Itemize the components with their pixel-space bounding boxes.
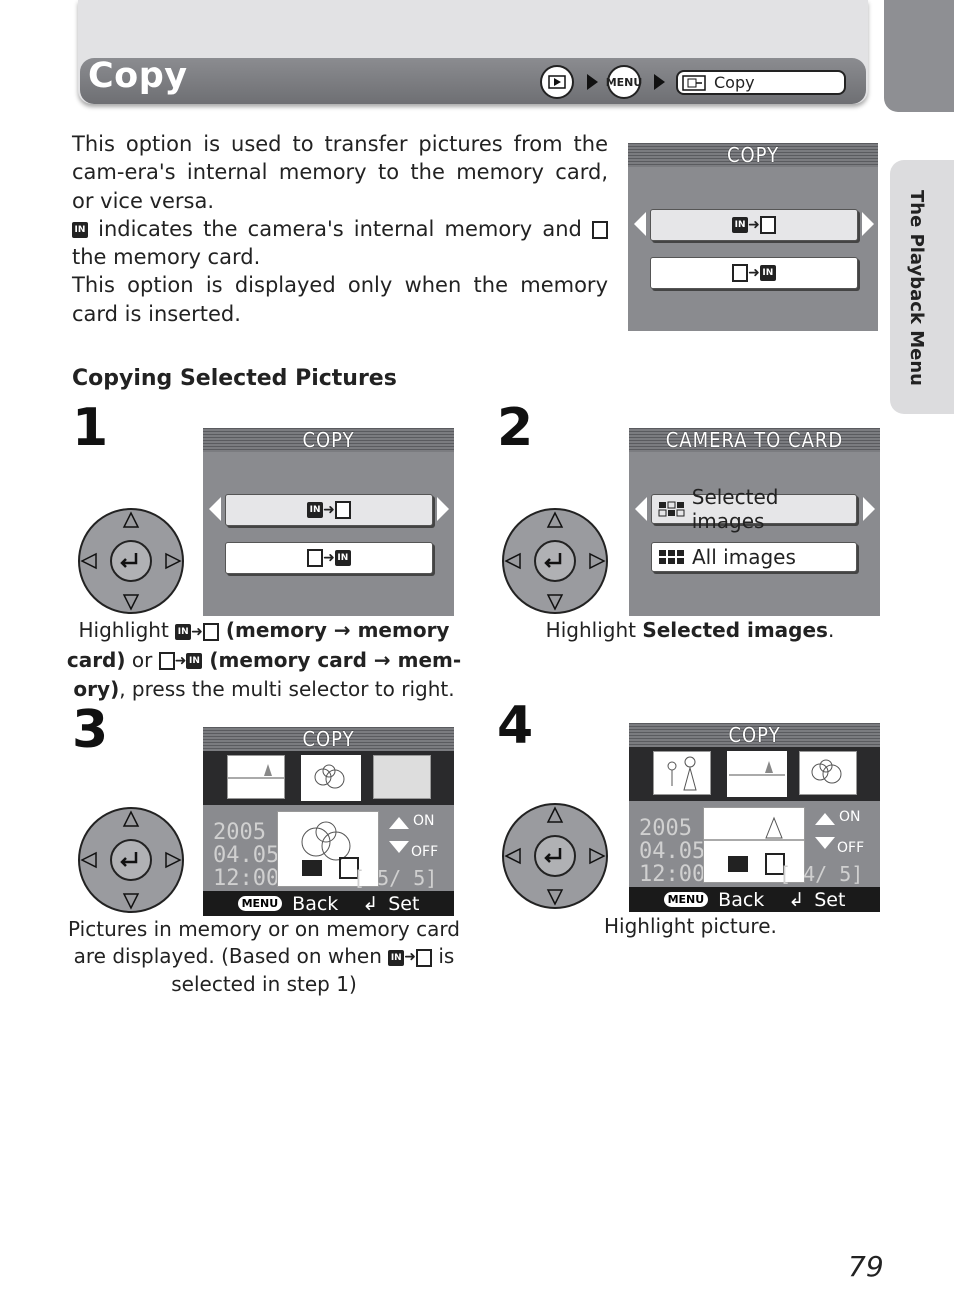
- menu-button-icon: MENU: [237, 896, 283, 911]
- internal-memory-icon: IN: [72, 221, 88, 238]
- multi-selector-icon: [78, 807, 184, 913]
- set-label: Set: [814, 888, 846, 911]
- date-time: 12:00: [213, 866, 280, 891]
- up-down-arrows-icon: [389, 817, 409, 853]
- arrow-right-icon: [862, 212, 874, 236]
- screen-title: COPY: [629, 723, 880, 747]
- date-day: 04.05: [639, 839, 706, 864]
- back-label: Back: [718, 888, 765, 911]
- multi-selector-icon: [502, 508, 608, 614]
- thumbnail-seascape[interactable]: [727, 751, 787, 797]
- step3-caption: Pictures in memory or on memory card are…: [68, 917, 460, 996]
- step1-caption: Highlight IN➜ (memory → memory card) or …: [66, 618, 462, 701]
- button-guide: MENU Back ↲ Set: [629, 887, 880, 912]
- date-year: 2005: [639, 816, 692, 841]
- enter-icon: ↲: [788, 888, 805, 911]
- menu-button-icon: MENU: [663, 892, 709, 907]
- option-memory-to-card[interactable]: IN➜: [650, 209, 858, 241]
- section-tab-label: The Playback Menu: [906, 190, 927, 386]
- arrow-right-icon: [863, 497, 875, 521]
- set-label: Set: [388, 892, 420, 915]
- off-label: OFF: [411, 844, 439, 860]
- step2-caption: Highlight Selected images.: [545, 618, 835, 642]
- screen-title: COPY: [628, 143, 878, 167]
- back-label: Back: [292, 892, 339, 915]
- selected-images-icon: [658, 501, 685, 517]
- step2-screen: CAMERA TO CARD Selected images All image…: [629, 428, 880, 616]
- thumbnail-people[interactable]: [653, 751, 711, 795]
- arrow-left-icon: [635, 497, 647, 521]
- screen-title: COPY: [203, 428, 454, 452]
- arrow-left-icon: [209, 497, 221, 521]
- chevron-right-icon: [654, 74, 665, 90]
- tab-top-block: [884, 0, 954, 112]
- step1-screen: COPY IN➜ ➜IN: [203, 428, 454, 616]
- button-guide: MENU Back ↲ Set: [203, 891, 454, 916]
- chevron-right-icon: [587, 74, 598, 90]
- on-label: ON: [413, 813, 435, 829]
- up-down-arrows-icon: [815, 813, 835, 849]
- preview-image: [703, 807, 805, 883]
- step-number: 3: [72, 700, 109, 760]
- intro-text: This option is used to transfer pictures…: [72, 130, 608, 328]
- option-memory-to-card[interactable]: IN➜: [225, 494, 433, 526]
- intro-paragraph-1: This option is used to transfer pictures…: [72, 132, 608, 213]
- step-number: 1: [72, 398, 109, 458]
- play-icon: [540, 65, 574, 99]
- breadcrumb-label: Copy: [714, 73, 755, 92]
- thumbnail-flowers[interactable]: [301, 755, 361, 801]
- intro-paragraph-3: This option is displayed only when the m…: [72, 273, 608, 326]
- date-time: 12:00: [639, 862, 706, 887]
- screen-title: CAMERA TO CARD: [629, 428, 880, 452]
- date-year: 2005: [213, 820, 266, 845]
- thumbnail-seascape[interactable]: [227, 755, 285, 799]
- arrow-left-icon: [634, 212, 646, 236]
- frame-counter: [ 5/ 5]: [353, 866, 438, 890]
- date-day: 04.05: [213, 843, 280, 868]
- section-heading: Copying Selected Pictures: [72, 366, 397, 391]
- screen-title: COPY: [203, 727, 454, 751]
- all-images-icon: [659, 550, 684, 564]
- preview-image: [277, 811, 379, 887]
- breadcrumb: Copy: [676, 70, 846, 95]
- frame-counter: [ 4/ 5]: [779, 862, 864, 886]
- multi-selector-icon: [78, 508, 184, 614]
- option-all-images[interactable]: All images: [651, 542, 857, 572]
- step-number: 2: [497, 398, 534, 458]
- step4-screen: COPY 2005 04.05 12:00 ON OFF [ 4/ 5] MEN…: [629, 723, 880, 912]
- thumbnail-flowers[interactable]: [799, 751, 857, 795]
- thumbnail-empty[interactable]: [373, 755, 431, 799]
- enter-icon: ↲: [362, 892, 379, 915]
- arrow-right-icon: [437, 497, 449, 521]
- memory-card-icon: [592, 220, 608, 239]
- section-tab: [890, 160, 954, 414]
- off-label: OFF: [837, 840, 865, 856]
- option-selected-images[interactable]: Selected images: [651, 485, 857, 533]
- step4-caption: Highlight picture.: [604, 914, 777, 938]
- menu-icon: MENU: [606, 65, 642, 99]
- multi-selector-icon: [502, 803, 608, 909]
- option-card-to-memory[interactable]: ➜IN: [225, 542, 433, 574]
- on-label: ON: [839, 809, 861, 825]
- option-card-to-memory[interactable]: ➜IN: [650, 257, 858, 289]
- page-title: Copy: [88, 56, 188, 96]
- step3-screen: COPY 2005 04.05 12:00 ON OFF [ 5/ 5] MEN…: [203, 727, 454, 916]
- page-number: 79: [848, 1250, 884, 1283]
- copy-icon: [682, 74, 706, 91]
- intro-paragraph-2: IN indicates the camera's internal memor…: [72, 215, 608, 272]
- copy-menu-screen: COPY IN➜ ➜IN: [628, 143, 878, 331]
- step-number: 4: [497, 696, 534, 756]
